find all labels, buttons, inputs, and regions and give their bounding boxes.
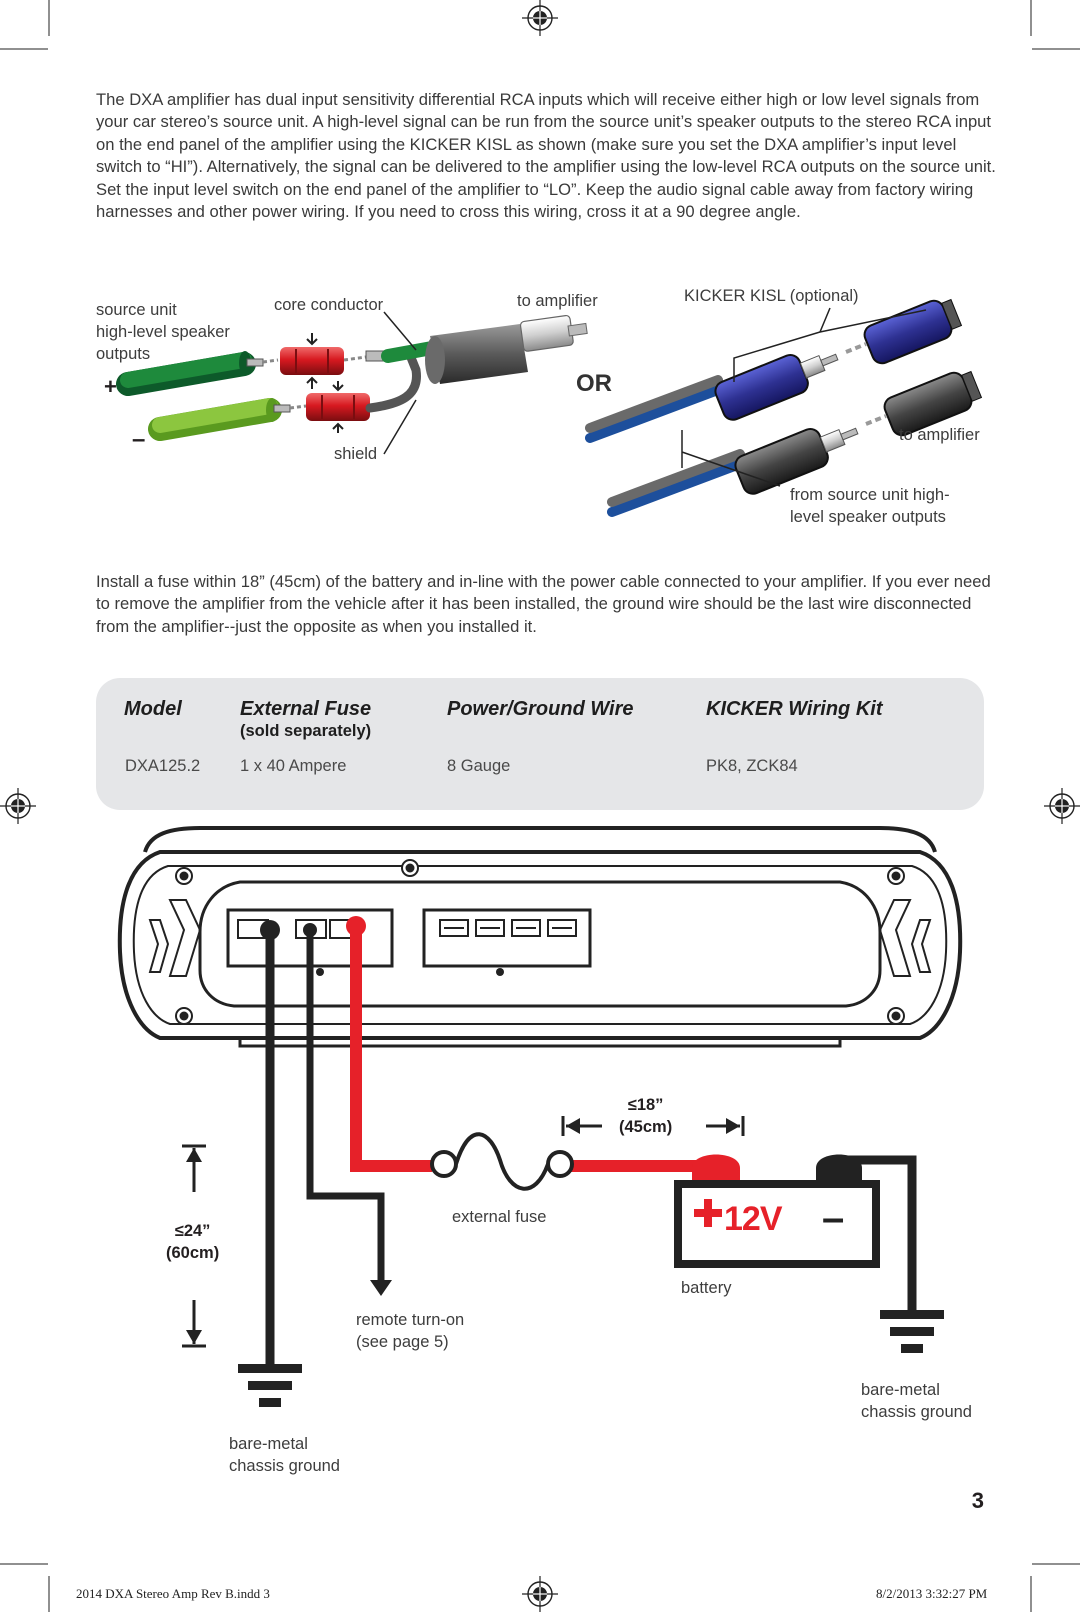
to-amplifier-label-right: to amplifier xyxy=(899,426,980,444)
dist-24-line1: ≤24” xyxy=(174,1222,211,1240)
header-fuse-sub: (sold separately) xyxy=(240,722,372,740)
ground-right-line1: bare-metal xyxy=(861,1381,940,1399)
header-external-fuse: External Fuse xyxy=(240,698,372,720)
registration-mark-bottom xyxy=(521,1575,559,1612)
dist-24-line2: (60cm) xyxy=(166,1244,220,1262)
ground-symbol-right xyxy=(880,1310,944,1353)
dist-24-label: ≤24” (60cm) xyxy=(166,1220,219,1264)
to-amplifier-label-top: to amplifier xyxy=(517,292,598,310)
footer-right: 8/2/2013 3:32:27 PM xyxy=(876,1586,988,1601)
registration-mark-right xyxy=(1043,787,1080,825)
source-unit-label: source unit high-level speaker outputs xyxy=(96,299,230,365)
external-fuse-label: external fuse xyxy=(452,1208,547,1226)
cell-kit: PK8, ZCK84 xyxy=(706,757,798,775)
battery-minus-label: – xyxy=(822,1196,845,1240)
ground-right-line2: chassis ground xyxy=(861,1403,972,1421)
or-label: OR xyxy=(576,370,612,397)
from-source-label: from source unit high- level speaker out… xyxy=(790,484,950,528)
remote-turn-on-label: remote turn-on (see page 5) xyxy=(356,1309,464,1353)
cell-model: DXA125.2 xyxy=(125,757,201,775)
ground-left-line1: bare-metal xyxy=(229,1435,308,1453)
header-model: Model xyxy=(124,698,182,720)
remote-line1: remote turn-on xyxy=(356,1311,465,1329)
cell-fuse: 1 x 40 Ampere xyxy=(240,757,347,775)
remote-line2: (see page 5) xyxy=(356,1333,449,1351)
ground-right-label: bare-metal chassis ground xyxy=(861,1379,972,1423)
wiring xyxy=(260,916,917,1364)
header-wiring-kit: KICKER Wiring Kit xyxy=(706,698,883,720)
source-label-line2: high-level speaker xyxy=(96,323,230,341)
rca-diagram-kisl xyxy=(585,298,983,517)
rca-diagram-left xyxy=(116,311,588,455)
source-label-line1: source unit xyxy=(96,301,177,319)
dist-18-line2: (45cm) xyxy=(619,1118,673,1136)
ground-symbol-left xyxy=(238,1364,302,1407)
intro-paragraph: The DXA amplifier has dual input sensiti… xyxy=(96,90,996,222)
ground-left-line2: chassis ground xyxy=(229,1457,340,1475)
dist-18-line1: ≤18” xyxy=(627,1096,664,1114)
amplifier-drawing xyxy=(117,826,963,1048)
cell-wire: 8 Gauge xyxy=(447,757,511,775)
registration-mark-top xyxy=(521,0,559,37)
fuse-paragraph: Install a fuse within 18” (45cm) of the … xyxy=(96,572,991,636)
shield-label: shield xyxy=(334,445,378,463)
from-source-line1: from source unit high- xyxy=(790,486,950,504)
dimension-18in xyxy=(561,1116,745,1136)
battery-plus-label: 12V xyxy=(724,1200,782,1238)
dist-18-label: ≤18” (45cm) xyxy=(619,1094,672,1138)
spec-table: Model External Fuse (sold separately) Po… xyxy=(96,678,984,810)
from-source-line2: level speaker outputs xyxy=(790,508,946,526)
dimension-24in xyxy=(182,1144,206,1348)
header-power-ground: Power/Ground Wire xyxy=(447,698,634,720)
footer-left: 2014 DXA Stereo Amp Rev B.indd 3 xyxy=(76,1586,270,1601)
kisl-label: KICKER KISL (optional) xyxy=(684,287,859,305)
registration-mark-left xyxy=(0,787,37,825)
source-label-line3: outputs xyxy=(96,345,151,363)
minus-sign: – xyxy=(132,426,146,453)
ground-left-label: bare-metal chassis ground xyxy=(229,1433,340,1477)
page-number: 3 xyxy=(971,1488,984,1513)
core-conductor-label: core conductor xyxy=(274,296,384,314)
battery-label: battery xyxy=(681,1279,732,1297)
plus-sign: + xyxy=(104,374,117,399)
